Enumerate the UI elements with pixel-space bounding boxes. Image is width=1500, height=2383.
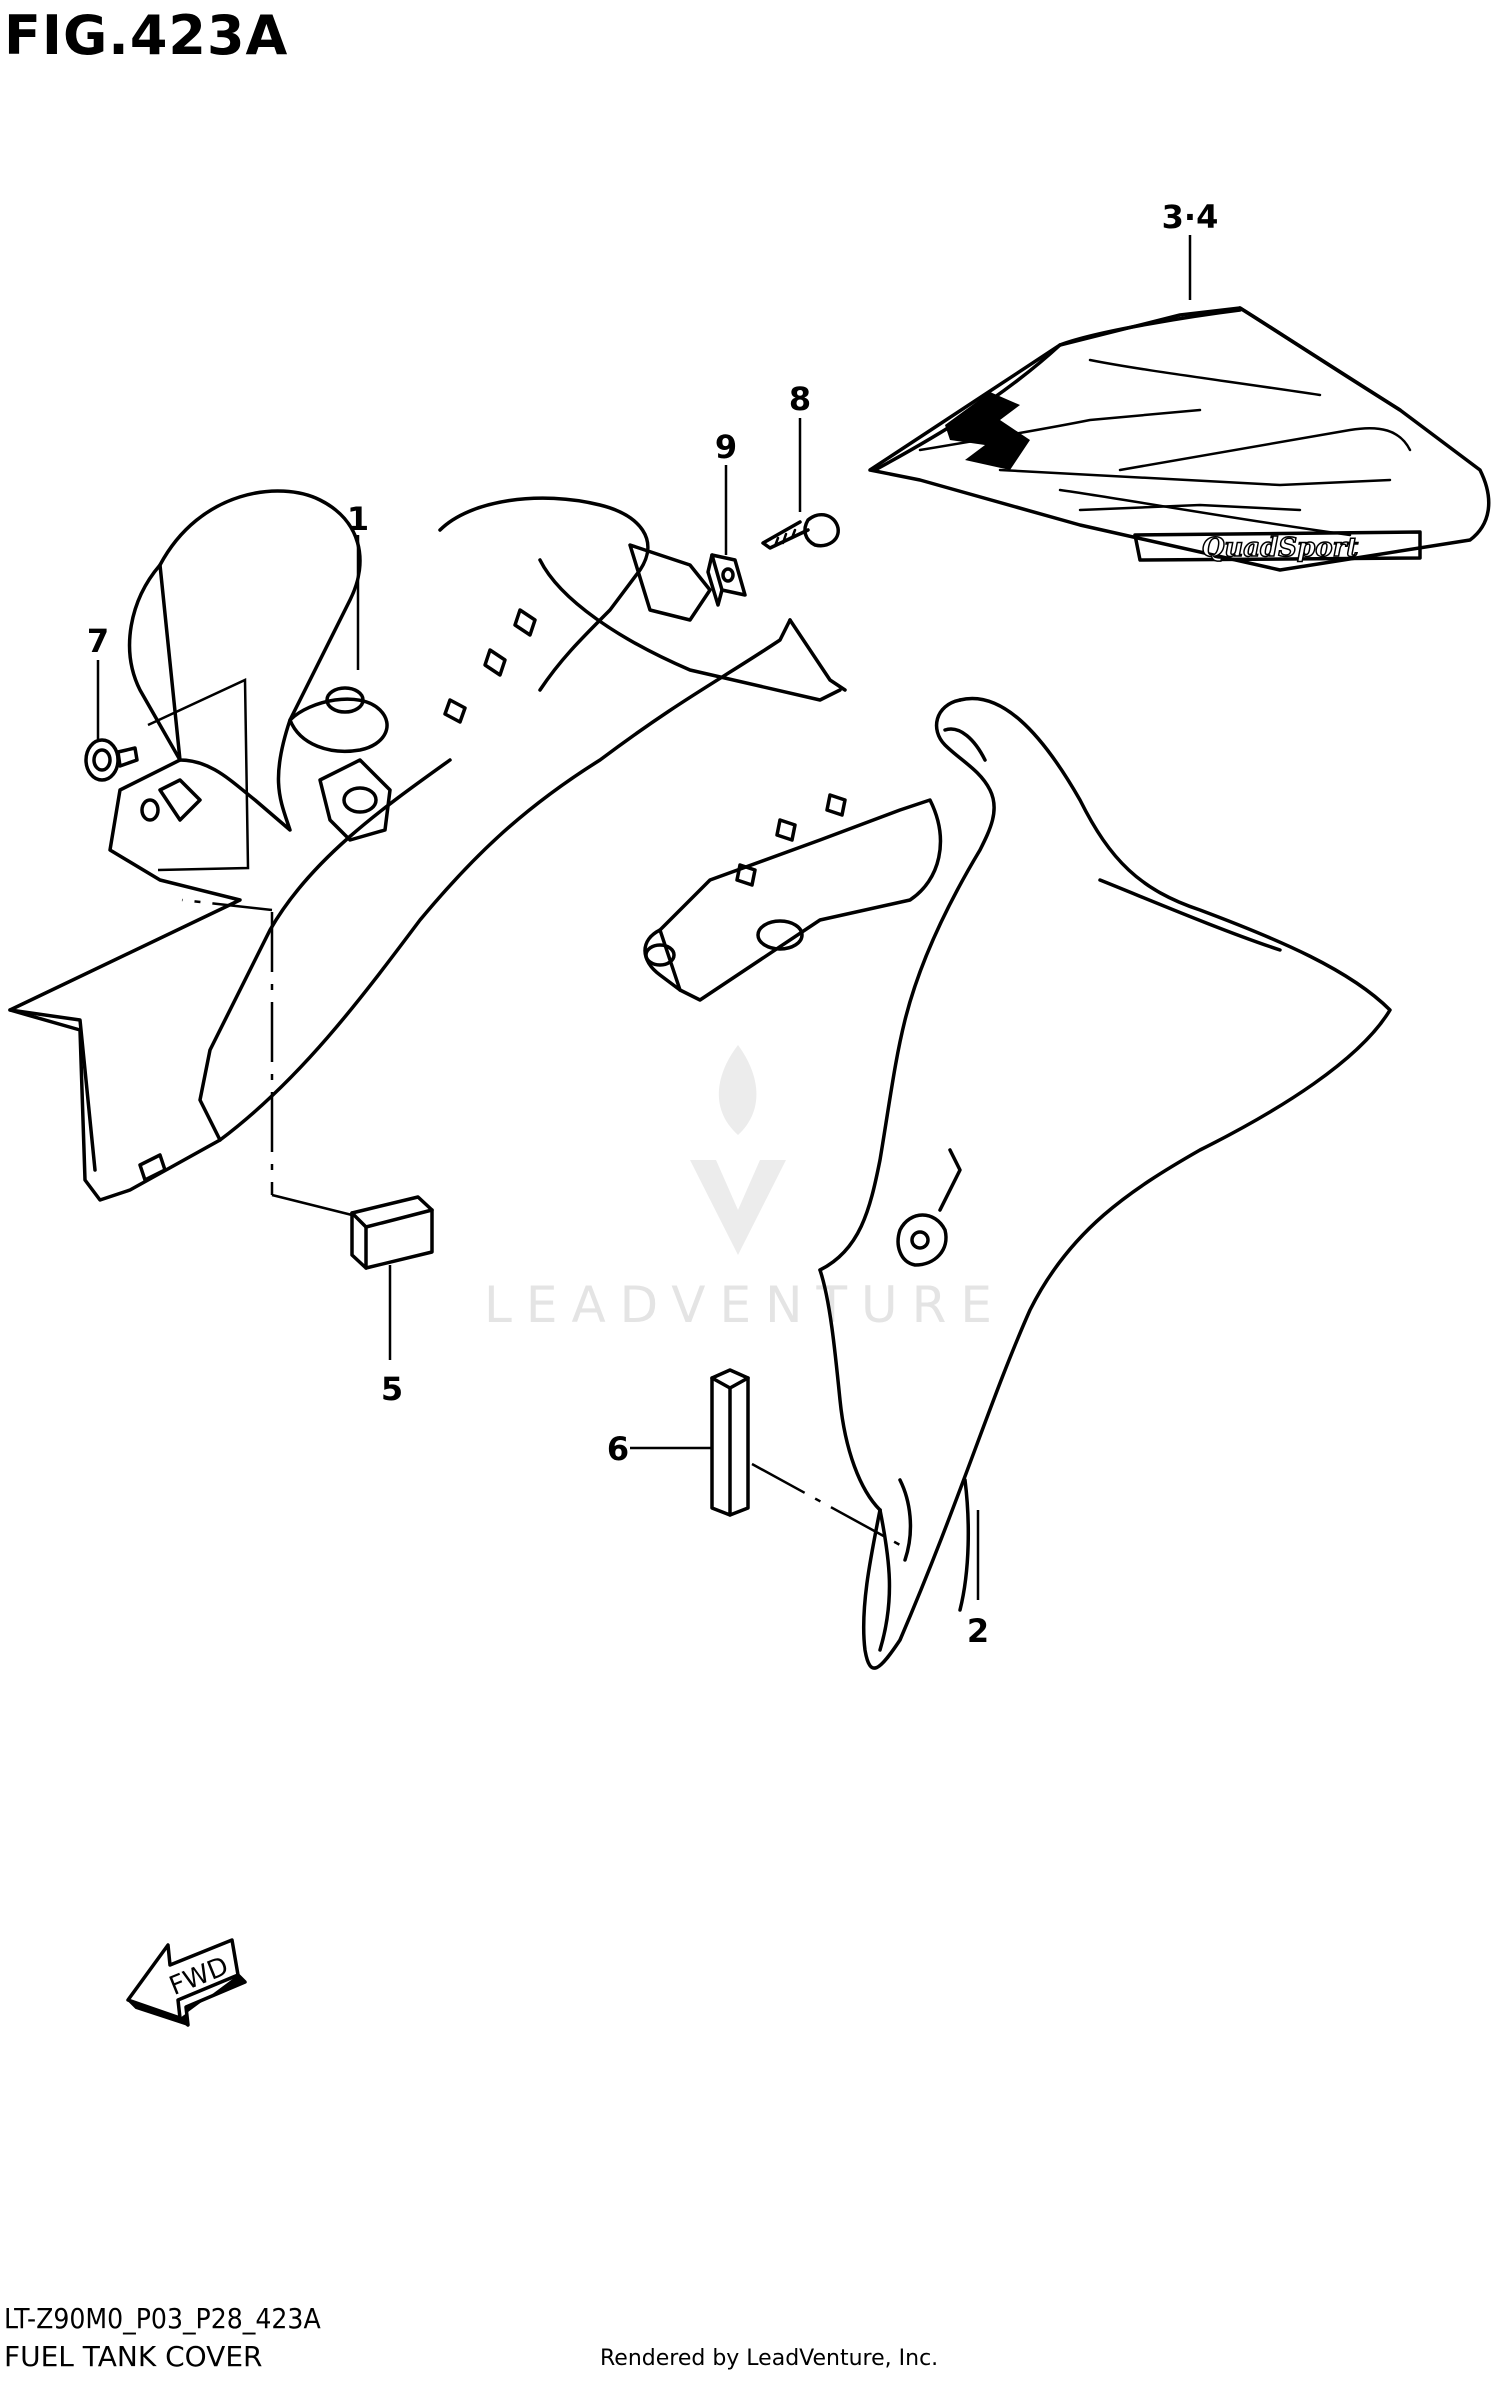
leader-lines bbox=[147, 535, 980, 1600]
part-7-clip bbox=[84, 660, 139, 782]
watermark-flame-icon bbox=[718, 1045, 757, 1135]
part-5-cushion bbox=[271, 1193, 434, 1360]
quadsport-logo: QuadSport bbox=[1202, 533, 1359, 563]
part-9-nut bbox=[706, 465, 747, 607]
callout-labels: 1 2 3·4 5 6 7 8 9 bbox=[87, 198, 1218, 1650]
callout-9: 9 bbox=[715, 428, 737, 466]
callout-3-4: 3·4 bbox=[1162, 198, 1219, 236]
part-1-left-cover bbox=[8, 489, 847, 1202]
figure-caption: FUEL TANK COVER bbox=[4, 2340, 263, 2373]
part-2-right-cover bbox=[643, 696, 1392, 1670]
callout-7: 7 bbox=[87, 622, 109, 660]
watermark-text: LEADVENTURE bbox=[484, 1276, 1006, 1334]
watermark: LEADVENTURE bbox=[484, 1045, 1006, 1334]
suzuki-s-logo bbox=[945, 392, 1030, 470]
part-3-4-decal: QuadSport bbox=[868, 235, 1491, 572]
part-6-cushion bbox=[630, 1368, 750, 1517]
callout-5: 5 bbox=[381, 1370, 403, 1408]
fwd-arrow: FWD bbox=[126, 1938, 247, 2027]
callout-6: 6 bbox=[607, 1430, 629, 1468]
rendered-by-credit: Rendered by LeadVenture, Inc. bbox=[600, 2346, 939, 2371]
part-8-screw bbox=[761, 418, 840, 550]
callout-2: 2 bbox=[967, 1612, 989, 1650]
figure-code: LT-Z90M0_P03_P28_423A bbox=[4, 2302, 321, 2335]
callout-1: 1 bbox=[347, 500, 369, 538]
watermark-v-icon bbox=[690, 1160, 786, 1255]
figure-title: FIG.423A bbox=[4, 4, 289, 67]
callout-8: 8 bbox=[789, 380, 811, 418]
